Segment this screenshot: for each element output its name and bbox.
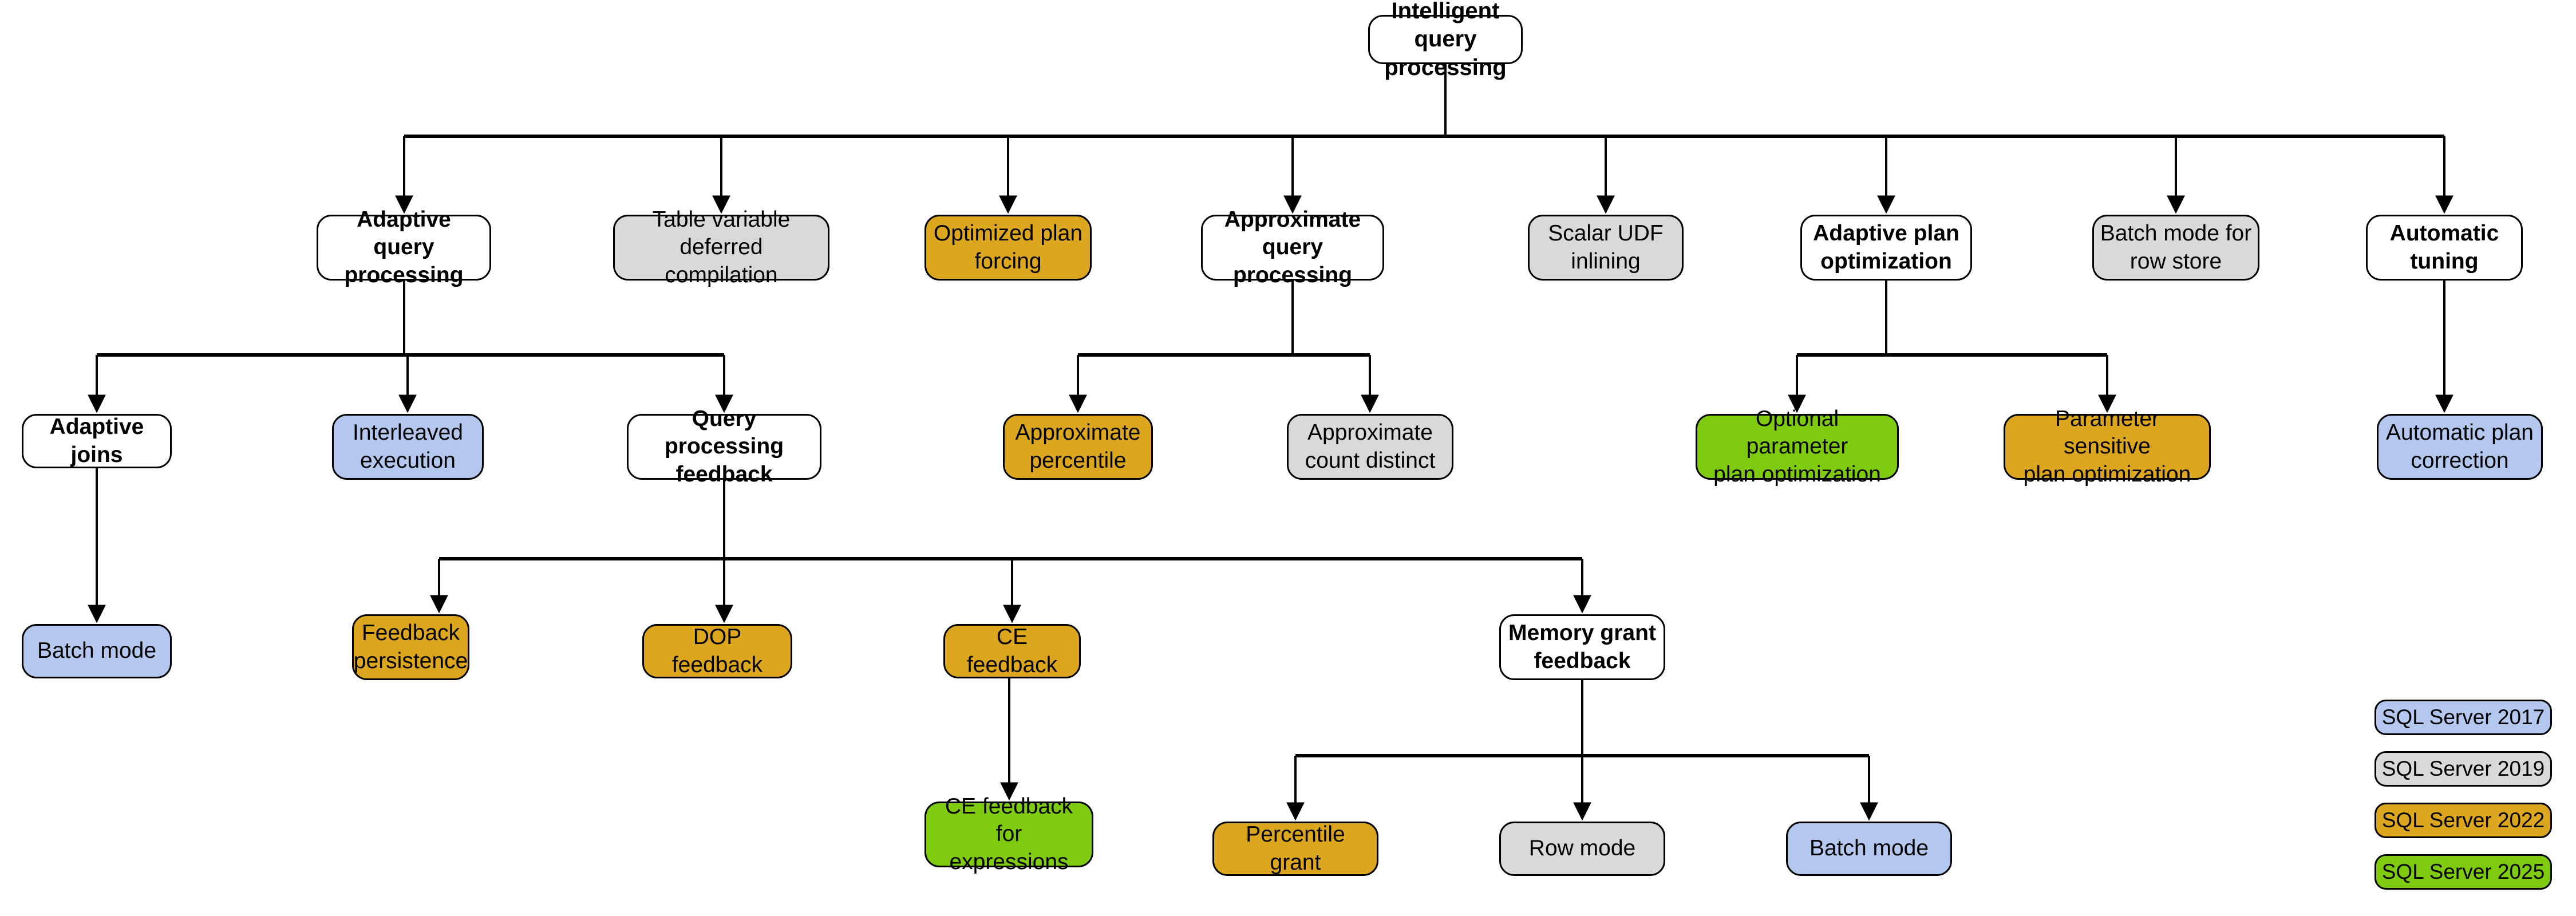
node-label: Feedback persistence xyxy=(353,621,468,673)
node-tvdc[interactable]: Table variable deferred compilation xyxy=(613,207,829,287)
node-label: Automatic tuning xyxy=(2389,221,2499,274)
node-pctgrant[interactable]: Percentile grant xyxy=(1212,822,1378,876)
node-label: Approximate percentile xyxy=(1015,420,1141,473)
legend-item-sql2022: SQL Server 2022 xyxy=(2374,803,2552,838)
node-batchmode1[interactable]: Batch mode xyxy=(22,624,172,678)
legend-item-sql2025: SQL Server 2025 xyxy=(2374,854,2552,890)
node-label: Approximate query processing xyxy=(1224,207,1361,287)
node-mgf[interactable]: Memory grant feedback xyxy=(1499,614,1665,680)
node-bmrs[interactable]: Batch mode for row store xyxy=(2092,215,2259,281)
node-acd[interactable]: Approximate count distinct xyxy=(1287,414,1453,480)
node-label: Automatic plan correction xyxy=(2386,420,2534,473)
node-cefb[interactable]: CE feedback xyxy=(943,624,1081,678)
node-label: Batch mode xyxy=(1809,836,1929,861)
legend-item-label: SQL Server 2017 xyxy=(2381,705,2545,729)
node-pspo[interactable]: Parameter sensitive plan optimization xyxy=(2004,406,2211,487)
node-sudf[interactable]: Scalar UDF inlining xyxy=(1528,215,1684,281)
node-label: Batch mode xyxy=(37,638,157,664)
node-label: Query processing feedback xyxy=(664,406,784,487)
legend-item-label: SQL Server 2019 xyxy=(2381,757,2545,780)
node-aqp[interactable]: Adaptive query processing xyxy=(317,207,491,287)
node-label: Adaptive plan optimization xyxy=(1813,221,1959,274)
legend-item-label: SQL Server 2022 xyxy=(2381,808,2545,832)
node-label: Memory grant feedback xyxy=(1508,621,1656,673)
node-cefbexpr[interactable]: CE feedback for expressions xyxy=(924,794,1093,874)
node-label: Row mode xyxy=(1528,836,1636,861)
node-apct[interactable]: Approximate percentile xyxy=(1003,414,1153,480)
node-fbpersist[interactable]: Feedback persistence xyxy=(352,614,469,680)
legend-item-label: SQL Server 2025 xyxy=(2381,860,2545,883)
node-label: Optional parameter plan optimization xyxy=(1713,406,1881,487)
node-root[interactable]: Intelligent query processing xyxy=(1368,0,1523,80)
node-autotune[interactable]: Automatic tuning xyxy=(2366,215,2523,281)
legend-item-sql2017: SQL Server 2017 xyxy=(2374,700,2552,735)
node-rowmode[interactable]: Row mode xyxy=(1499,822,1665,876)
node-label: Parameter sensitive plan optimization xyxy=(2023,406,2191,487)
node-adjoins[interactable]: Adaptive joins xyxy=(22,414,172,468)
node-apc[interactable]: Automatic plan correction xyxy=(2377,414,2543,480)
node-label: Scalar UDF inlining xyxy=(1548,221,1664,274)
node-qpf[interactable]: Query processing feedback xyxy=(627,406,821,487)
node-label: Intelligent query processing xyxy=(1384,0,1507,80)
node-oppo[interactable]: Optional parameter plan optimization xyxy=(1696,406,1899,487)
node-label: Adaptive query processing xyxy=(344,207,464,287)
node-label: CE feedback for expressions xyxy=(945,793,1073,874)
node-label: CE feedback xyxy=(966,625,1058,677)
node-label: Approximate count distinct xyxy=(1305,420,1436,473)
node-label: Table variable deferred compilation xyxy=(652,207,791,287)
node-opf[interactable]: Optimized plan forcing xyxy=(924,215,1092,281)
node-label: Interleaved execution xyxy=(353,420,463,473)
node-interleaved[interactable]: Interleaved execution xyxy=(332,414,484,480)
node-label: Adaptive joins xyxy=(49,414,144,467)
node-label: Batch mode for row store xyxy=(2100,221,2252,274)
node-dopfb[interactable]: DOP feedback xyxy=(642,624,792,678)
legend-item-sql2019: SQL Server 2019 xyxy=(2374,751,2552,787)
node-aqproc[interactable]: Approximate query processing xyxy=(1201,207,1384,287)
node-label: DOP feedback xyxy=(671,625,763,677)
node-label: Optimized plan forcing xyxy=(933,221,1083,274)
node-label: Percentile grant xyxy=(1246,822,1345,875)
node-batchmode2[interactable]: Batch mode xyxy=(1786,822,1952,876)
node-apo[interactable]: Adaptive plan optimization xyxy=(1800,215,1972,281)
